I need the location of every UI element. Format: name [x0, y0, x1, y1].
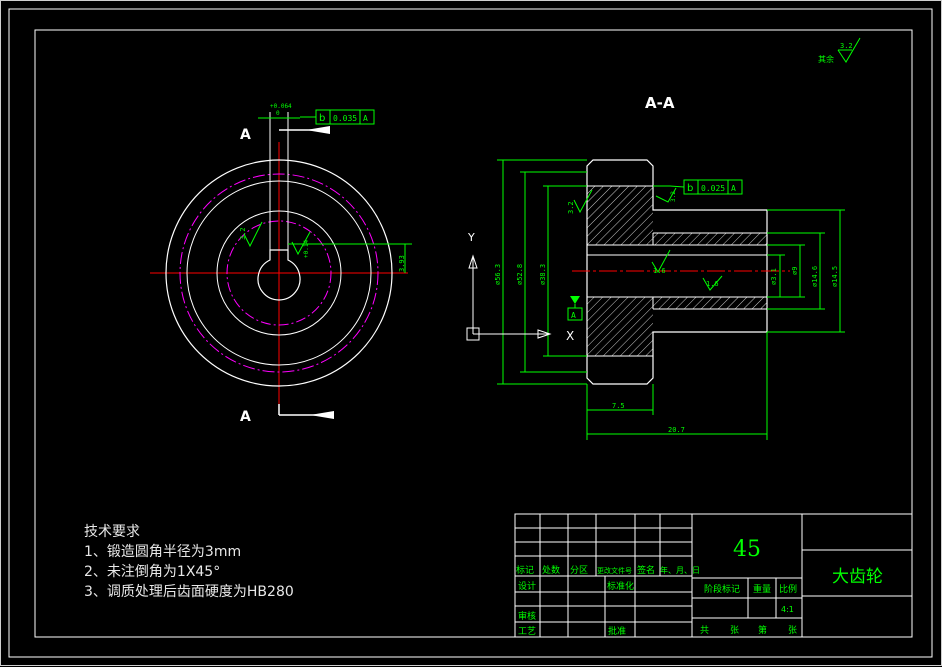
roughness-front-b-value: +0.14 — [303, 240, 310, 258]
tb-sheet-total: 共 — [700, 625, 709, 636]
tb-header-4: 更改文件号 — [597, 566, 632, 575]
ucs-x-arrow — [537, 329, 552, 339]
title-block-text: 标记 处数 分区 更改文件号 签名 年、月、日 设计 标准化 审核 工艺 批准 … — [516, 537, 883, 637]
ucs-icon: Y X — [466, 231, 574, 343]
tb-header-5: 签名 — [637, 564, 655, 576]
hatch-lower-gear — [587, 297, 653, 356]
dim-total-width-value: 20.7 — [668, 426, 685, 434]
datum-label: A — [571, 311, 576, 320]
tech-requirement-2: 2、未注倒角为1X45° — [84, 564, 221, 580]
roughness-symbol-front-a — [243, 221, 263, 248]
roughness-section-d — [702, 275, 723, 291]
tb-header-3: 分区 — [570, 565, 588, 576]
tol-frame-1-datum: A — [363, 114, 368, 123]
title-block — [514, 513, 913, 638]
dim-hubod-value: ⌀14.5 — [831, 266, 839, 287]
front-view: +0.064 0 b 0.035 A A A 3.2 +0.14 3.93 — [150, 103, 412, 425]
datum-box — [567, 307, 583, 321]
root-circle — [186, 180, 372, 366]
tb-scale-value: 4:1 — [781, 605, 794, 614]
gear-section-outline — [586, 159, 768, 385]
hatch-upper-gear — [587, 186, 653, 245]
tech-requirement-1: 1、锻造圆角半径为3mm — [84, 544, 242, 560]
ucs-y-arrow — [468, 254, 478, 269]
roughness-section-a — [573, 189, 593, 214]
roughness-rest-label: 其余 — [818, 54, 834, 64]
pitch-circle — [179, 173, 379, 373]
roughness-symbol-front-b — [291, 231, 311, 256]
tol-frame-2-datum: A — [731, 184, 736, 193]
ucs-y-label: Y — [467, 231, 475, 244]
roughness-section-b-value: 3.2 — [670, 191, 677, 202]
hub-outer-circle — [216, 210, 342, 336]
sheet-outer-border — [8, 8, 933, 658]
tb-standard: 标准化 — [607, 580, 634, 592]
section-view-title: A-A — [645, 94, 675, 112]
tb-part-name: 大齿轮 — [832, 567, 883, 587]
tb-sheet-current: 第 — [758, 624, 767, 636]
tb-design: 设计 — [518, 580, 536, 592]
datum-triangle — [570, 296, 580, 304]
tip-circle — [165, 159, 393, 387]
tol-frame-2-symbol: b — [687, 183, 693, 194]
tol-frame-2-leader — [653, 185, 685, 188]
hatch-lower-hub — [653, 297, 767, 309]
tb-stage-label: 阶段标记 — [704, 583, 740, 595]
roughness-section-a-value: 3.2 — [567, 201, 575, 214]
tb-material: 45 — [733, 537, 761, 562]
roughness-section-b — [655, 187, 677, 203]
tb-approve: 批准 — [608, 625, 626, 637]
bore-keyway — [257, 249, 301, 301]
dim-hub-width-value: 7.5 — [612, 402, 625, 410]
dim-pitch-value: ⌀52.8 — [516, 264, 524, 285]
tol-frame-2-value: 0.025 — [701, 184, 725, 193]
roughness-section-c — [651, 249, 671, 274]
tech-requirements: 技术要求 1、锻造圆角半径为3mm 2、未注倒角为1X45° 3、调质处理后齿面… — [84, 522, 294, 602]
roughness-rest-value: 3.2 — [840, 42, 853, 50]
section-arrow-top — [306, 126, 330, 134]
hatch-upper-hub — [653, 233, 767, 245]
tb-header-2: 处数 — [542, 564, 560, 576]
dim-bore-value: ⌀9 — [791, 267, 799, 275]
keyway-tol-lower: 0 — [276, 110, 280, 117]
tb-sheet-unit: 张 — [730, 625, 739, 636]
roughness-section-d-value: 1.6 — [706, 280, 719, 288]
tb-process: 工艺 — [518, 626, 536, 637]
roughness-rest-symbol — [837, 37, 861, 63]
section-view: A-A ⌀56.3 ⌀52.8 — [466, 94, 845, 440]
keyway-tol-upper: +0.064 — [270, 103, 292, 110]
roughness-front-a-value: 3.2 — [239, 227, 247, 240]
tb-weight-label: 重量 — [753, 583, 771, 595]
tol-frame-1-symbol: b — [319, 113, 325, 124]
tech-requirements-title: 技术要求 — [84, 524, 140, 540]
dim-hub-value: ⌀14.6 — [811, 266, 819, 287]
ucs-origin-box — [466, 327, 480, 341]
tol-frame-1-value: 0.035 — [333, 114, 357, 123]
tb-header-6: 年、月、日 — [660, 565, 700, 575]
ucs-x-label: X — [566, 329, 574, 343]
section-mark-bottom: A — [240, 409, 251, 425]
section-mark-top: A — [240, 127, 251, 143]
tb-review: 审核 — [518, 610, 536, 622]
tb-header-1: 标记 — [516, 564, 534, 576]
dim-tip-value: ⌀56.3 — [494, 264, 502, 285]
dim-keyway-right-value: ⌀3.1 — [770, 268, 778, 285]
roughness-section-c-value: 1.6 — [653, 267, 666, 275]
tech-requirement-3: 3、调质处理后齿面硬度为HB280 — [84, 584, 294, 600]
sheet-inner-border — [34, 29, 913, 638]
keyway-depth-value: 3.93 — [398, 255, 406, 272]
hub-hidden-circle — [226, 220, 332, 326]
tb-sheet-unit2: 张 — [788, 625, 797, 636]
dim-root-value: ⌀38.3 — [539, 264, 547, 285]
tb-scale-label: 比例 — [779, 583, 797, 595]
section-arrow-bottom — [310, 411, 334, 419]
